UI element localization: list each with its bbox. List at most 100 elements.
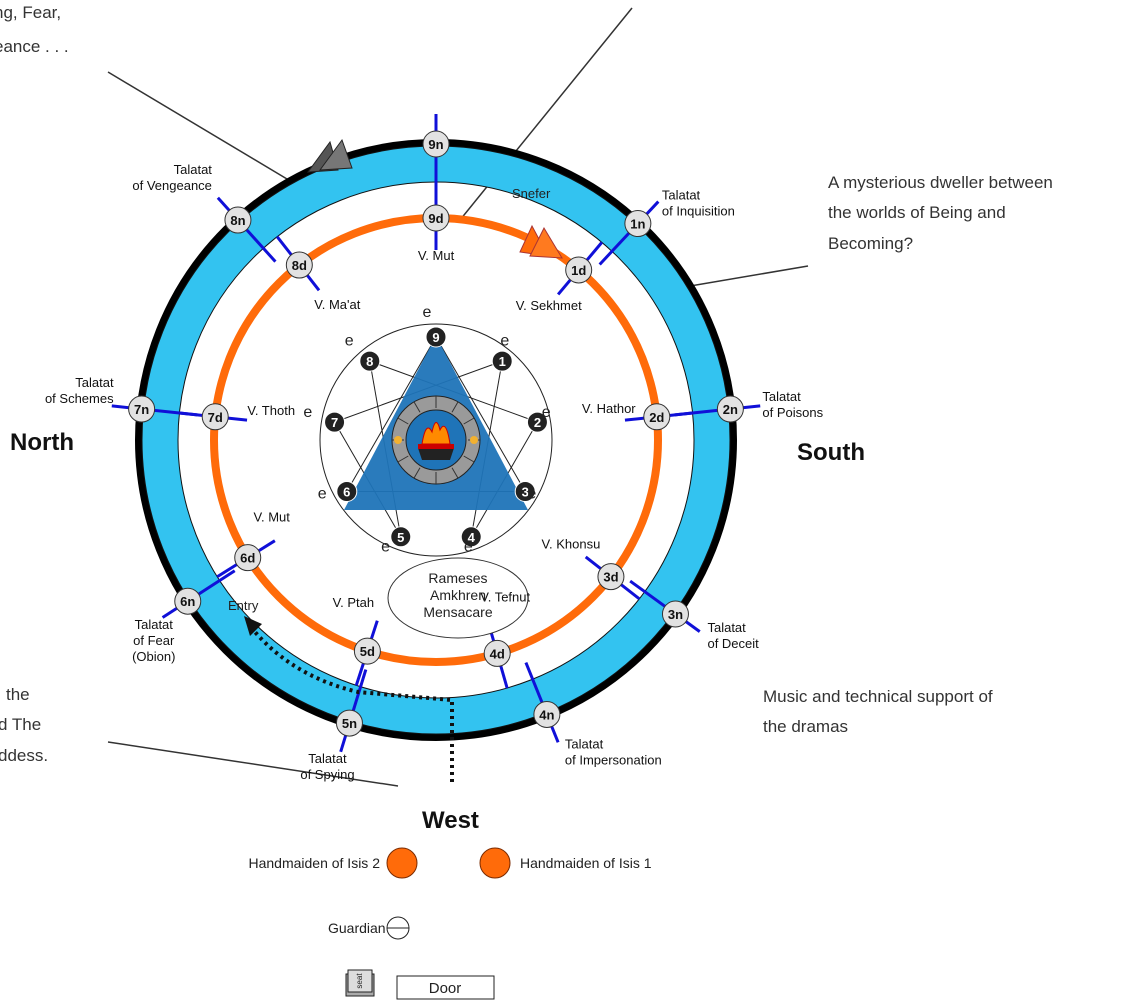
vessel-label: V. Khonsu — [542, 537, 601, 552]
inner-node-label: 6d — [240, 551, 255, 566]
entry-path: Entry — [228, 598, 454, 782]
enneagram-e-label: e — [318, 486, 327, 503]
note-bottom-left-3: ddess. — [0, 746, 48, 765]
hearth-segment-divider — [397, 455, 409, 463]
inner-node-label: 5d — [360, 644, 375, 659]
outer-node-label: 9n — [428, 137, 443, 152]
handmaiden-1-marker — [479, 847, 511, 879]
talatat-label: of Fear — [133, 633, 175, 648]
vessel-label: V. Tefnut — [480, 589, 530, 604]
talatat-label: of Inquisition — [662, 204, 735, 219]
talatat-label: of Deceit — [707, 636, 759, 651]
outer-node-3n — [661, 600, 689, 628]
hearth-accent — [470, 436, 478, 444]
enneagram-point-3 — [514, 481, 536, 502]
center-oval — [387, 557, 529, 639]
hearth-segment-divider — [413, 401, 421, 413]
enneagram-point-8 — [359, 350, 381, 372]
vessel-label: V. Sekhmet — [516, 298, 582, 313]
pointer-top-left — [107, 71, 293, 183]
enneagram-e-label: e — [542, 404, 551, 421]
hearth-segment-divider — [463, 417, 475, 425]
note-right-1: A mysterious dweller between — [828, 173, 1053, 192]
enneagram-e-label: e — [381, 539, 390, 556]
enneagram-e-label: e — [500, 332, 509, 349]
outer-node-label: 8n — [230, 213, 245, 228]
note-bottom-left-1: the — [6, 685, 30, 704]
enneagram-point-label: 1 — [499, 354, 506, 369]
talatat-label: Talatat — [135, 617, 174, 632]
outer-node-4n — [533, 700, 561, 728]
inner-node-6d — [234, 544, 262, 572]
enneagram-e-label: e — [303, 404, 312, 421]
enneagram-line — [346, 336, 437, 492]
inner-node-3d — [597, 563, 625, 591]
direction-south: South — [797, 439, 865, 466]
enneagram-e-label: e — [423, 304, 432, 321]
enneagram-point-label: 9 — [432, 330, 439, 345]
inner-node-4d — [483, 639, 511, 667]
enneagram-point-5 — [390, 526, 412, 548]
outer-node-5n — [335, 709, 363, 737]
enneagram-point-label: 6 — [343, 485, 350, 500]
inner-node-5d — [353, 637, 381, 665]
orange-triangle-markers — [519, 224, 563, 259]
center-label-3: Mensacare — [423, 604, 492, 620]
vessel-label: V. Hathor — [582, 401, 636, 416]
outer-node-label: 5n — [342, 716, 357, 731]
enneagram-point-4 — [460, 526, 482, 548]
outer-node-9n — [422, 130, 450, 158]
inner-node-2d — [643, 403, 671, 431]
talatat-label: Talatat — [75, 375, 114, 390]
inner-node-label: 9d — [428, 211, 443, 226]
vessel-label: V. Mut — [418, 248, 455, 263]
talatat-label: Talatat — [707, 620, 746, 635]
enneagram-point-1 — [491, 350, 513, 372]
talatat-label: of Spying — [300, 767, 354, 782]
enneagram-point-6 — [336, 481, 358, 502]
enneagram-e-label: e — [527, 486, 536, 503]
legend-handmaiden-1-label: Handmaiden of Isis 1 — [520, 855, 652, 871]
inner-node-label: 1d — [571, 263, 586, 278]
talatat-label: (Obion) — [132, 649, 175, 664]
outer-node-label: 2n — [723, 402, 738, 417]
note-right-3: Becoming? — [828, 234, 913, 253]
outer-node-label: 1n — [630, 217, 645, 232]
inner-node-9d — [422, 204, 450, 232]
legend-handmaiden-2-label: Handmaiden of Isis 2 — [248, 855, 380, 871]
outer-node-2n — [716, 395, 744, 423]
legend: Handmaiden of Isis 2 Handmaiden of Isis … — [248, 847, 652, 1000]
handmaiden-2-marker — [386, 847, 418, 879]
gray-triangle-markers — [306, 138, 353, 173]
inner-node-label: 8d — [292, 258, 307, 273]
direction-north: North — [10, 429, 74, 456]
orange-triangle-icon — [529, 226, 563, 259]
talatat-label: of Poisons — [762, 405, 823, 420]
outer-node-1n — [624, 210, 652, 238]
enneagram-line — [435, 336, 526, 492]
enneagram-point-2 — [526, 411, 548, 433]
talatat-label: Talatat — [565, 736, 604, 751]
enneagram-point-label: 8 — [366, 354, 373, 369]
entry-arrowhead-icon — [244, 616, 262, 636]
door-icon — [396, 975, 495, 1000]
note-right-2: the worlds of Being and — [828, 203, 1006, 222]
legend-door-label: Door — [429, 980, 462, 997]
note-bottom-left-2: d The — [0, 715, 41, 734]
legend-guardian-label: Guardian — [328, 920, 386, 936]
outer-node-8n — [224, 206, 252, 234]
outer-node-7n — [128, 395, 156, 423]
talatat-label: of Schemes — [45, 391, 114, 406]
inner-node-1d — [565, 256, 593, 284]
enneagram-point-9 — [425, 326, 447, 348]
vessel-label: V. Mut — [254, 510, 291, 525]
direction-west: West — [422, 807, 479, 834]
center-label-2: Amkhren — [430, 587, 486, 603]
talatat-label: Talatat — [174, 162, 213, 177]
outer-node-label: 6n — [180, 594, 195, 609]
hearth-segment-divider — [463, 455, 475, 463]
pointer-bottom-left — [107, 741, 399, 787]
center-label-1: Rameses — [428, 570, 487, 586]
